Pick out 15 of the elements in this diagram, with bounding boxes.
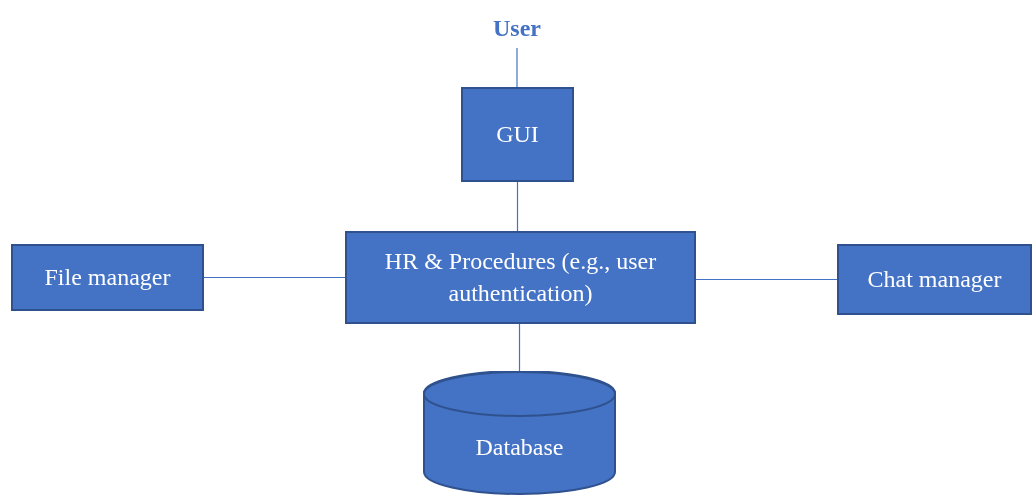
node-label: Chat manager <box>867 264 1002 294</box>
process-box <box>837 244 1032 315</box>
process-box <box>461 87 574 182</box>
process-box <box>345 231 696 324</box>
node-label: GUI <box>496 119 539 149</box>
node-label: HR & Procedures (e.g., user authentication) <box>383 247 658 308</box>
connector-line <box>518 323 521 372</box>
connector-line <box>516 47 518 88</box>
node-label: File manager <box>44 262 171 292</box>
connector-line <box>516 181 519 232</box>
actor-label: User <box>493 14 541 44</box>
connector-line <box>203 276 346 279</box>
process-box <box>11 244 204 311</box>
node-label: Database <box>475 433 564 463</box>
connector-line <box>695 278 838 281</box>
